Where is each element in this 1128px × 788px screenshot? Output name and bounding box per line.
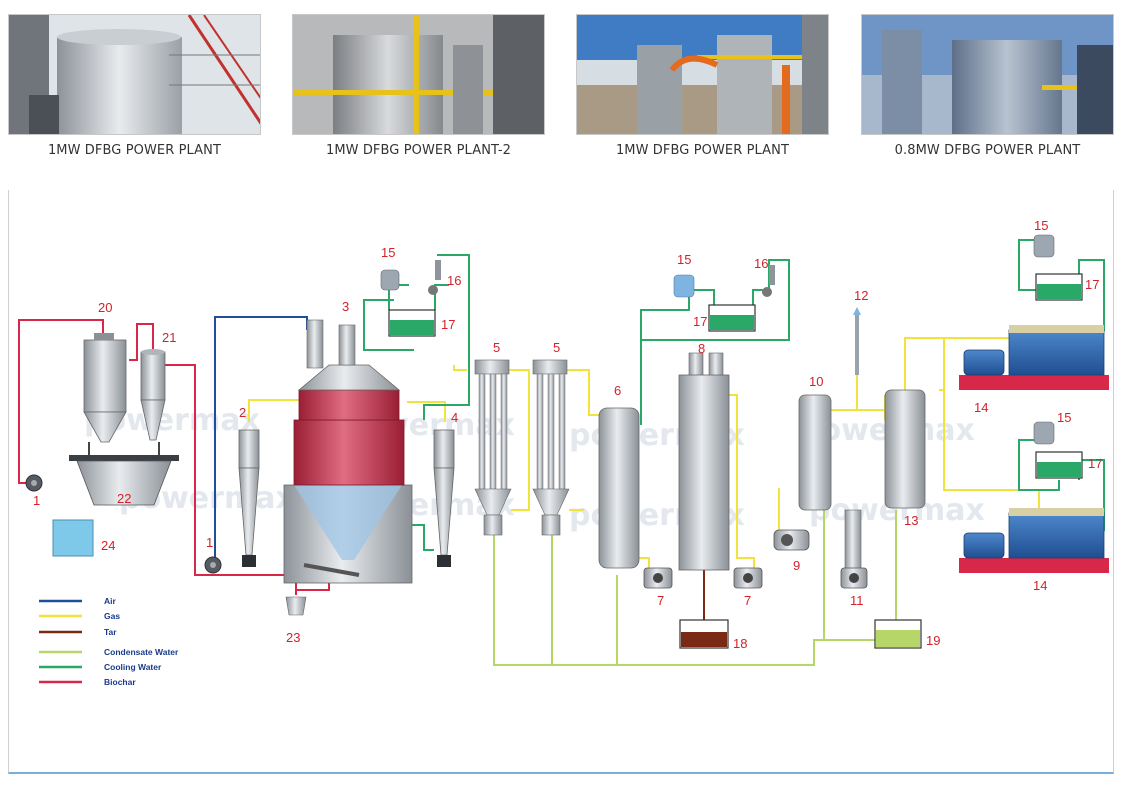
water-seal-11: [840, 509, 868, 589]
cyclone-4: [433, 429, 455, 567]
svg-text:16: 16: [447, 273, 461, 288]
cooler-5a: [474, 359, 512, 536]
svg-text:5: 5: [553, 340, 560, 355]
svg-text:1: 1: [33, 493, 40, 508]
photo-plant-4[interactable]: [861, 14, 1114, 135]
photo-plant-3[interactable]: [576, 14, 829, 135]
condensate-tank-19: [874, 619, 922, 649]
svg-text:15: 15: [381, 245, 395, 260]
blower-1-left: [25, 474, 43, 492]
equipment-labels: 1 1 2 3 4 5 5 6 7 7 8 9 10 11 12 13 14 1…: [33, 218, 1102, 651]
tar-tank-18: [679, 619, 729, 649]
photo-caption: 1MW DFBG POWER PLANT: [47, 143, 222, 158]
svg-text:16: 16: [754, 256, 768, 271]
svg-text:Cooling Water: Cooling Water: [104, 662, 162, 672]
svg-text:3: 3: [342, 299, 349, 314]
svg-text:18: 18: [733, 636, 747, 651]
photo-plant-1[interactable]: [8, 14, 261, 135]
booster-fan-9: [773, 529, 810, 551]
cooling-group-b: [673, 265, 775, 332]
svg-text:17: 17: [1085, 277, 1099, 292]
svg-text:8: 8: [698, 341, 705, 356]
svg-text:11: 11: [850, 593, 864, 608]
svg-text:6: 6: [614, 383, 621, 398]
gasifier-3: [283, 319, 413, 616]
svg-text:17: 17: [441, 317, 455, 332]
svg-text:Air: Air: [104, 596, 117, 606]
svg-text:23: 23: [286, 630, 300, 645]
svg-text:9: 9: [793, 558, 800, 573]
water-tank-24: [52, 519, 94, 557]
flare-12: [853, 307, 861, 375]
svg-text:15: 15: [1034, 218, 1048, 233]
svg-text:24: 24: [101, 538, 115, 553]
svg-text:15: 15: [677, 252, 691, 267]
svg-text:13: 13: [904, 513, 918, 528]
photo-caption: 0.8MW DFBG POWER PLANT: [894, 143, 1081, 158]
svg-text:2: 2: [239, 405, 246, 420]
photo-caption: 1MW DFBG POWER PLANT: [615, 143, 790, 158]
svg-text:12: 12: [854, 288, 868, 303]
electric-tar-catcher-8: [678, 352, 730, 571]
photo-plant-2[interactable]: [292, 14, 545, 135]
svg-text:15: 15: [1057, 410, 1071, 425]
svg-text:19: 19: [926, 633, 940, 648]
svg-text:17: 17: [693, 314, 707, 329]
svg-text:Condensate Water: Condensate Water: [104, 647, 179, 657]
svg-text:14: 14: [1033, 578, 1047, 593]
generator-set-14-top: [959, 325, 1109, 390]
cooler-5b: [532, 359, 570, 536]
svg-text:7: 7: [657, 593, 664, 608]
legend: Air Gas Tar Condensate Water Cooling Wat…: [39, 596, 179, 687]
svg-text:22: 22: [117, 491, 131, 506]
svg-text:5: 5: [493, 340, 500, 355]
gas-tank-13: [884, 389, 926, 509]
biochar-silo-20: [83, 333, 127, 443]
cooling-group-a: [380, 260, 441, 337]
cooling-group-c: [1033, 234, 1083, 301]
svg-text:10: 10: [809, 374, 823, 389]
svg-text:Biochar: Biochar: [104, 677, 136, 687]
svg-text:Gas: Gas: [104, 611, 120, 621]
svg-text:14: 14: [974, 400, 988, 415]
svg-text:21: 21: [162, 330, 176, 345]
svg-text:4: 4: [451, 410, 458, 425]
blower-1-mid: [204, 556, 222, 574]
process-flow-diagram: powermax powermax powermax powermax powe…: [8, 190, 1114, 774]
cooling-group-d: [1033, 421, 1083, 479]
generator-set-14-bottom: [959, 508, 1109, 573]
photo-caption: 1MW DFBG POWER PLANT-2: [325, 143, 512, 158]
scrubber-6: [598, 407, 640, 569]
pump-7b: [733, 567, 763, 589]
dryer-10: [798, 394, 832, 511]
svg-text:17: 17: [1088, 456, 1102, 471]
cyclone-21: [140, 349, 166, 441]
condensate-water-lines: [493, 510, 897, 666]
svg-text:1: 1: [206, 535, 213, 550]
svg-text:7: 7: [744, 593, 751, 608]
svg-text:Tar: Tar: [104, 627, 117, 637]
svg-text:20: 20: [98, 300, 112, 315]
pump-7a: [643, 567, 673, 589]
platform-22: [69, 442, 179, 506]
cyclone-2: [238, 429, 260, 567]
